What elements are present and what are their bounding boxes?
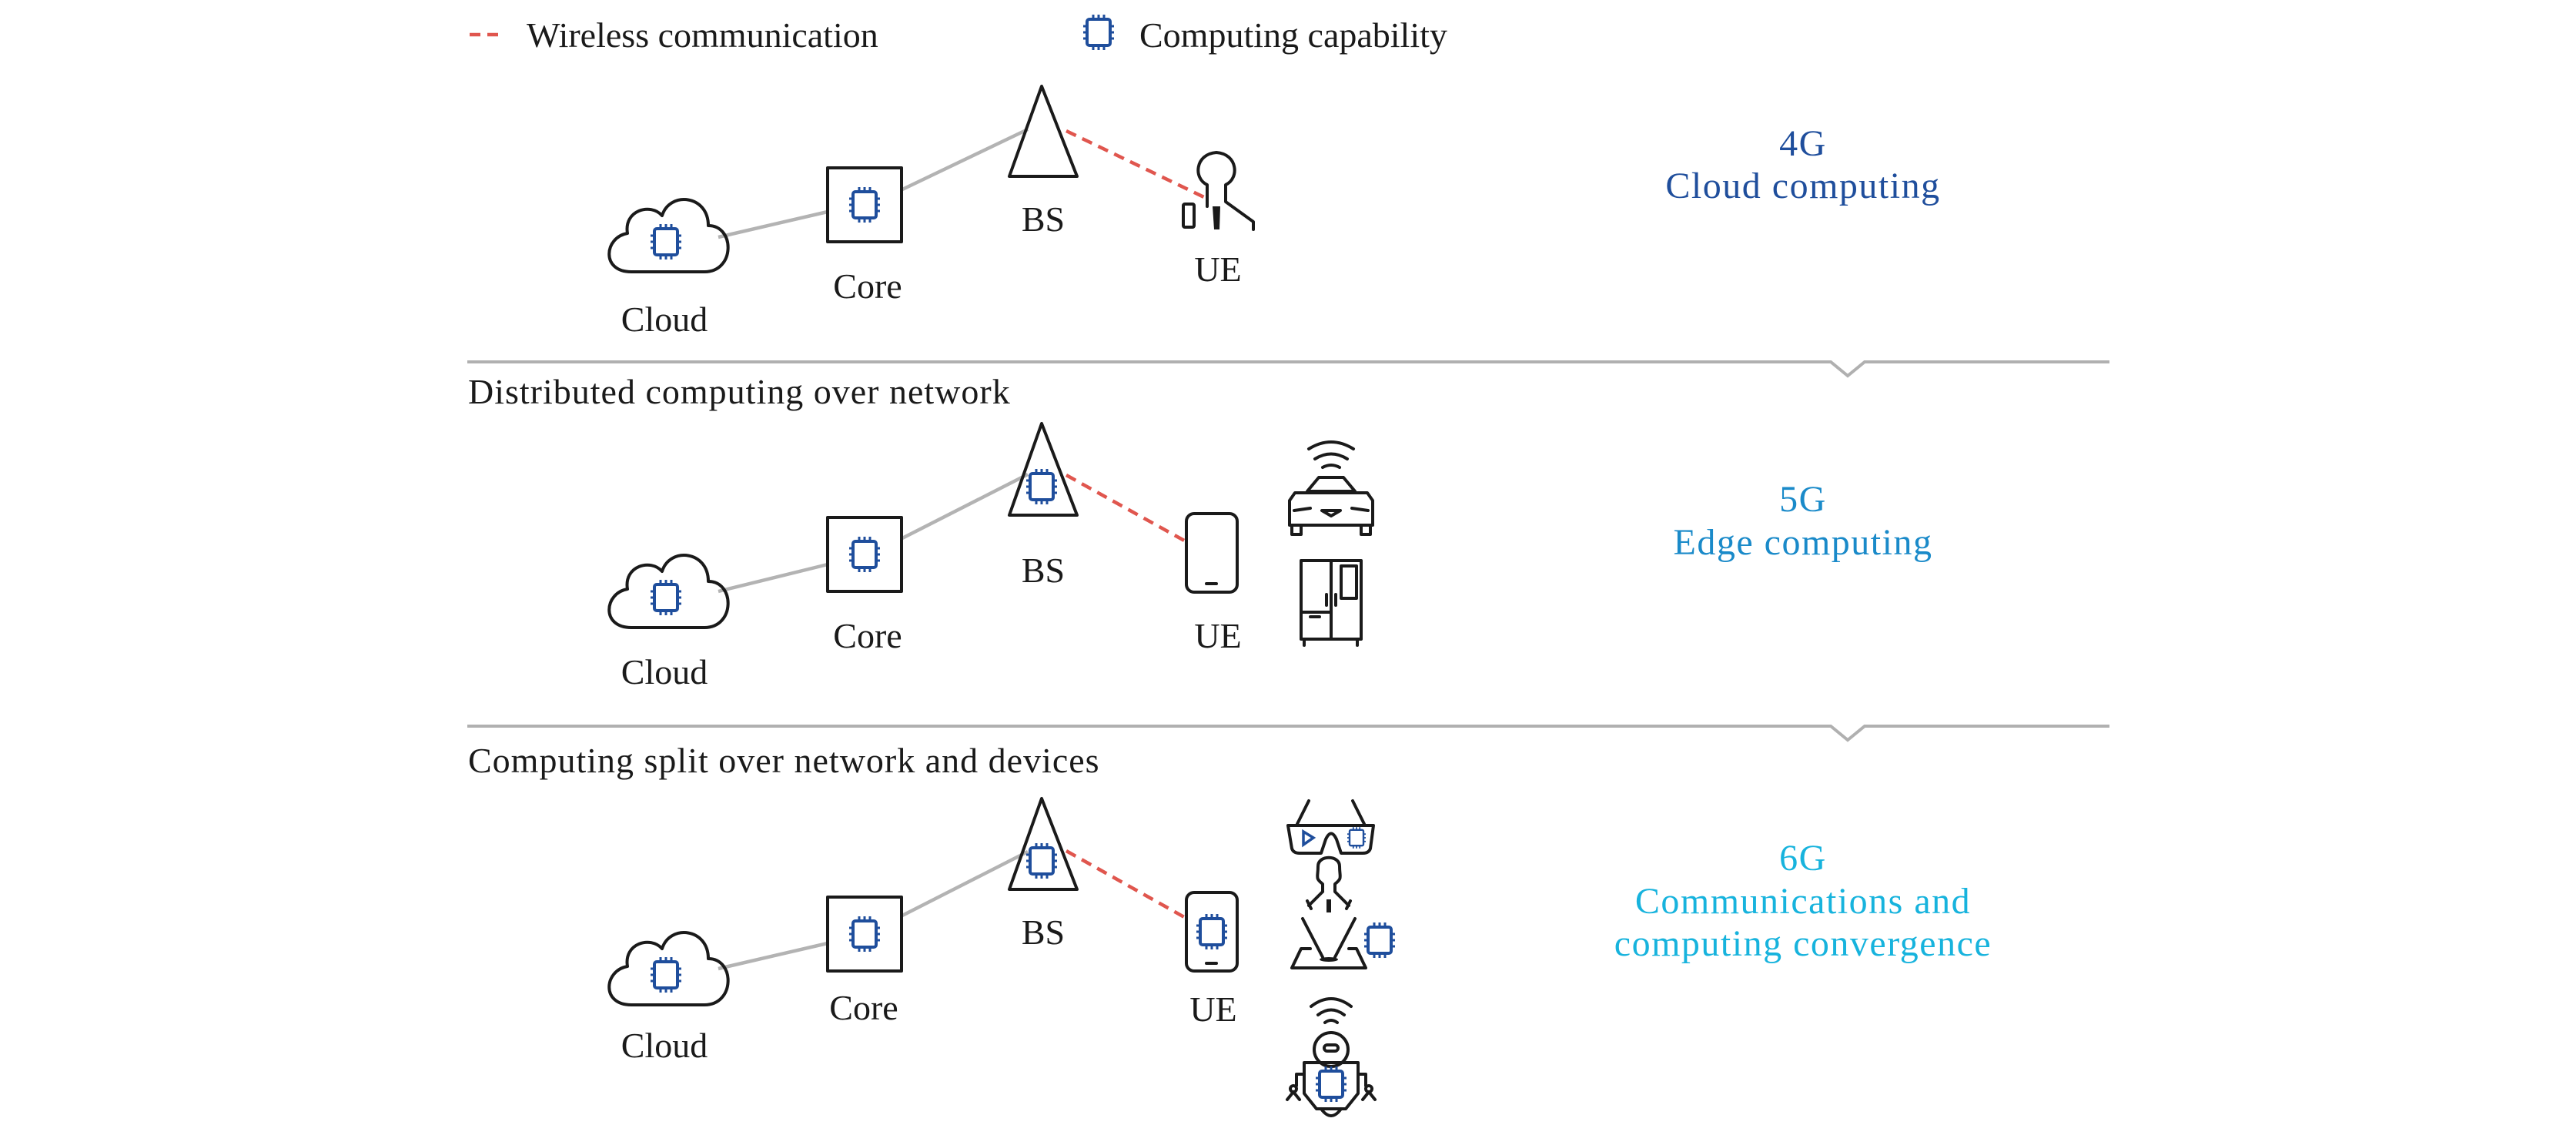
cloud-icon — [607, 931, 730, 1006]
generation-description-line-2: computing convergence — [1614, 923, 1992, 964]
chip-legend-icon — [1082, 13, 1116, 52]
chip-icon — [649, 956, 683, 994]
section-divider — [467, 360, 2109, 378]
chip-icon — [649, 223, 683, 261]
chip-icon — [1025, 467, 1059, 506]
link-cloud-core — [718, 941, 828, 971]
section-title: Computing split over network and devices — [468, 741, 1100, 780]
chip-icon — [649, 578, 683, 617]
robot-icon — [1286, 997, 1377, 1117]
cloud-label: Cloud — [621, 652, 708, 691]
wireless-link-bs-ue — [1065, 474, 1187, 543]
link-cloud-core — [718, 562, 828, 594]
generation-label-4g: 4G Cloud computing — [1665, 123, 1940, 206]
section-5g: Distributed computing over network Cloud… — [468, 372, 1932, 691]
generation-label-5g: 5G Edge computing — [1674, 479, 1933, 563]
smartphone-icon — [1185, 512, 1239, 594]
chip-icon — [848, 915, 882, 953]
generation-name: 4G — [1779, 123, 1827, 164]
devices — [1286, 799, 1397, 1117]
core-label: Core — [829, 988, 898, 1027]
wireless-link-bs-ue — [1066, 129, 1208, 201]
section-6g: Computing split over network and devices… — [468, 741, 1992, 1117]
core-node: Core — [826, 516, 903, 655]
core-box-icon — [826, 896, 903, 973]
chip-icon — [848, 535, 882, 574]
generation-label-6g: 6G Communications and computing converge… — [1614, 838, 1992, 964]
generation-description: Cloud computing — [1665, 166, 1940, 206]
base-station-icon — [1008, 422, 1079, 517]
bs-label: BS — [1022, 912, 1065, 952]
ue-label: UE — [1194, 616, 1241, 655]
cloud-label: Cloud — [621, 300, 708, 339]
link-core-bs — [900, 127, 1029, 193]
chip-icon — [1025, 842, 1059, 880]
generation-name: 5G — [1779, 479, 1827, 520]
devices — [1288, 440, 1374, 647]
bs-label: BS — [1022, 199, 1065, 239]
user-with-phone-icon — [1182, 151, 1255, 231]
generation-description-line-1: Communications and — [1635, 881, 1971, 922]
section-4g: Cloud Core BS UE 4G Cloud computing — [607, 85, 1940, 339]
ue-label: UE — [1189, 989, 1236, 1029]
core-label: Core — [833, 266, 902, 306]
link-cloud-core — [718, 209, 828, 239]
chip-icon — [1314, 1065, 1348, 1103]
base-station-icon — [1008, 85, 1079, 178]
ue-node: UE — [1185, 891, 1239, 1029]
link-core-bs — [899, 849, 1029, 919]
cloud-node: Cloud — [607, 198, 730, 339]
wireless-link-bs-ue — [1065, 849, 1187, 919]
cloud-icon — [607, 198, 730, 273]
chip-icon — [848, 186, 882, 224]
chip-icon — [1195, 912, 1229, 951]
cloud-icon — [607, 554, 730, 629]
bs-label: BS — [1022, 551, 1065, 590]
ue-node: UE — [1182, 151, 1255, 289]
core-box-icon — [826, 166, 903, 243]
section-divider — [467, 725, 2109, 742]
smart-fridge-icon — [1300, 559, 1363, 647]
ue-label: UE — [1194, 249, 1241, 289]
generation-description: Edge computing — [1674, 522, 1933, 563]
cloud-label: Cloud — [621, 1026, 708, 1065]
smartphone-icon — [1185, 891, 1239, 973]
hologram-icon — [1290, 855, 1397, 969]
section-title: Distributed computing over network — [468, 372, 1011, 411]
bs-node: BS — [1008, 85, 1079, 239]
chip-icon — [1363, 921, 1397, 959]
generation-name: 6G — [1779, 838, 1827, 879]
legend-computing-label: Computing capability — [1139, 15, 1447, 55]
cloud-node: Cloud — [607, 931, 730, 1065]
core-node: Core — [826, 896, 903, 1027]
base-station-icon — [1008, 797, 1079, 891]
bs-node: BS — [1008, 422, 1079, 590]
core-node: Core — [826, 166, 903, 306]
link-core-bs — [899, 472, 1029, 541]
core-box-icon — [826, 516, 903, 593]
core-label: Core — [833, 616, 902, 655]
ue-node: UE — [1185, 512, 1242, 655]
bs-node: BS — [1008, 797, 1079, 952]
legend: Wireless communication Computing capabil… — [470, 13, 1447, 55]
legend-wireless-label: Wireless communication — [527, 15, 878, 55]
xr-glasses-icon — [1286, 799, 1375, 855]
connected-car-icon — [1288, 440, 1374, 536]
cloud-node: Cloud — [607, 554, 730, 691]
